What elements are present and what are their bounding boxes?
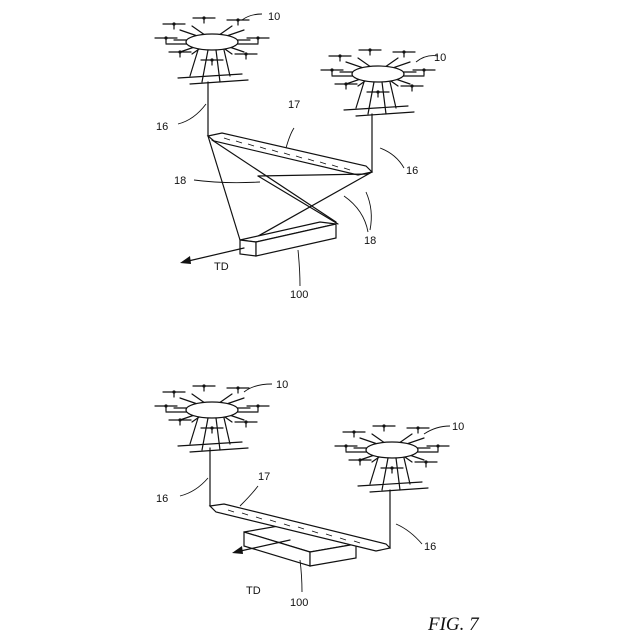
- cable-label: 16: [424, 541, 436, 553]
- upper-figure: 10 10 16 16 17 18 18 TD 100: [155, 11, 446, 301]
- direction-arrow: [180, 248, 244, 264]
- drone-label: 10: [268, 11, 280, 23]
- strap-label: 18: [364, 235, 376, 247]
- direction-label: TD: [214, 261, 229, 273]
- cable-label: 16: [156, 121, 168, 133]
- bar-label: 17: [258, 471, 270, 483]
- lower-figure: 10 10 16 16 17 TD 100: [155, 379, 464, 609]
- drone-icon: [321, 48, 435, 116]
- cable-label: 16: [156, 493, 168, 505]
- cable-label: 16: [406, 165, 418, 177]
- drone-label: 10: [452, 421, 464, 433]
- drone-label: 10: [434, 52, 446, 64]
- load-label: 100: [290, 289, 308, 301]
- load-box: [240, 222, 336, 256]
- direction-label: TD: [246, 585, 261, 597]
- bar-label: 17: [288, 99, 300, 111]
- drone-icon: [335, 424, 449, 492]
- load-label: 100: [290, 597, 308, 609]
- strap-label: 18: [174, 175, 186, 187]
- drone-icon: [155, 384, 269, 452]
- drone-label: 10: [276, 379, 288, 391]
- figure-caption: FIG. 7: [427, 614, 480, 635]
- drone-icon: [155, 16, 269, 84]
